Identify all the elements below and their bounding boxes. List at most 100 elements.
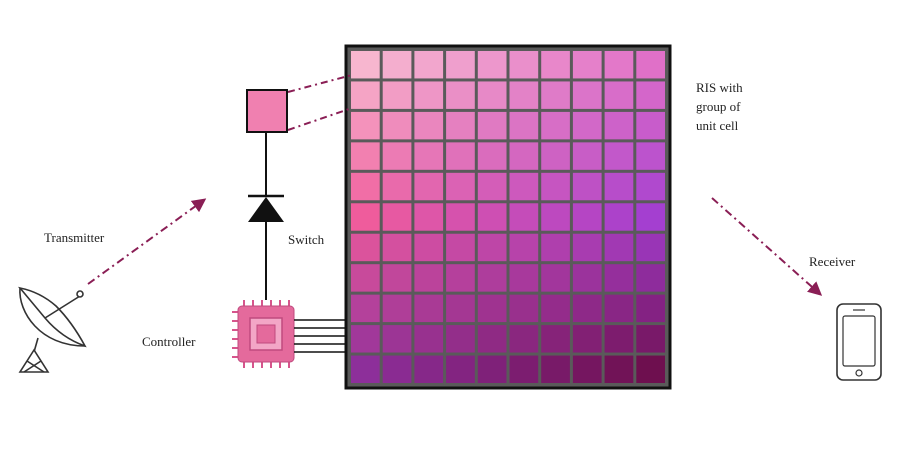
- ris-unit-cell: [636, 355, 665, 383]
- ris-unit-cell: [351, 51, 380, 79]
- dish-feed-tip: [76, 290, 84, 298]
- ris-unit-cell: [446, 355, 475, 383]
- ris-unit-cell: [572, 142, 602, 170]
- ris-unit-cell: [351, 203, 380, 231]
- ris-unit-cell: [541, 355, 570, 383]
- ris-unit-cell: [446, 142, 475, 170]
- ris-unit-cell: [636, 294, 665, 323]
- chip-core-inner: [256, 324, 276, 344]
- ris-unit-cell: [351, 264, 380, 292]
- ris-unit-cell: [477, 203, 507, 231]
- chip-pins: [232, 300, 290, 368]
- ris-unit-cell: [351, 325, 380, 353]
- ris-unit-cell: [604, 264, 634, 292]
- ris-unit-cell: [477, 111, 507, 140]
- ris-unit-cell: [446, 51, 475, 79]
- ris-unit-cell: [636, 325, 665, 353]
- ris-unit-cell: [382, 203, 412, 231]
- phone-home-button: [855, 369, 863, 377]
- ris-unit-cell: [351, 233, 380, 262]
- phone-screen: [842, 315, 876, 367]
- ris-unit-cell: [382, 355, 412, 383]
- ris-unit-cell: [414, 111, 444, 140]
- ris-unit-cell: [541, 51, 570, 79]
- ris-unit-cell: [636, 51, 665, 79]
- ris-unit-cell: [446, 111, 475, 140]
- dish-tripod: [18, 348, 50, 373]
- ris-unit-cell: [382, 233, 412, 262]
- ris-unit-cell: [636, 111, 665, 140]
- ris-cell-grid: [351, 51, 665, 383]
- ris-unit-cell: [446, 203, 475, 231]
- unit-cell-detail: [246, 74, 353, 133]
- leader-line-top: [287, 74, 353, 93]
- ris-unit-cell: [636, 81, 665, 109]
- ris-unit-cell: [477, 294, 507, 323]
- ris-unit-cell: [541, 264, 570, 292]
- ris-unit-cell: [509, 264, 539, 292]
- ris-unit-cell: [572, 233, 602, 262]
- ris-unit-cell: [446, 294, 475, 323]
- ris-unit-cell: [351, 172, 380, 201]
- ris-unit-cell: [382, 294, 412, 323]
- ris-unit-cell: [572, 294, 602, 323]
- ris-unit-cell: [414, 355, 444, 383]
- ris-unit-cell: [414, 325, 444, 353]
- ris-unit-cell: [509, 81, 539, 109]
- ris-unit-cell: [351, 81, 380, 109]
- controller-bus-lines: [294, 319, 346, 353]
- ris-unit-cell: [636, 172, 665, 201]
- ris-unit-cell: [477, 355, 507, 383]
- ris-unit-cell: [541, 142, 570, 170]
- ris-unit-cell: [541, 325, 570, 353]
- ris-unit-cell: [414, 203, 444, 231]
- ris-unit-cell: [572, 51, 602, 79]
- ris-unit-cell: [541, 233, 570, 262]
- dish-tripod-cross-b: [23, 360, 42, 373]
- ris-unit-cell: [509, 355, 539, 383]
- ris-unit-cell: [572, 203, 602, 231]
- ris-unit-cell: [382, 172, 412, 201]
- ris-unit-cell: [509, 325, 539, 353]
- ris-unit-cell: [636, 264, 665, 292]
- ris-label: RIS with group of unit cell: [696, 78, 743, 135]
- ris-unit-cell: [414, 81, 444, 109]
- ris-unit-cell: [509, 172, 539, 201]
- ris-unit-cell: [382, 111, 412, 140]
- ris-panel: [344, 44, 672, 390]
- ris-unit-cell: [414, 142, 444, 170]
- ris-unit-cell: [572, 264, 602, 292]
- ris-unit-cell: [541, 111, 570, 140]
- ris-unit-cell: [477, 81, 507, 109]
- ris-unit-cell: [541, 203, 570, 231]
- dish-reflector: [17, 286, 87, 348]
- receiver-label: Receiver: [809, 254, 856, 269]
- ris-unit-cell: [541, 81, 570, 109]
- ris-unit-cell: [382, 325, 412, 353]
- microchip-icon: [232, 300, 295, 368]
- ris-unit-cell: [636, 203, 665, 231]
- ris-unit-cell: [604, 172, 634, 201]
- ris-unit-cell: [351, 111, 380, 140]
- reflected-signal-arrow: [711, 197, 823, 296]
- ris-unit-cell: [477, 51, 507, 79]
- incident-signal-arrow: [87, 198, 207, 285]
- ris-unit-cell: [509, 233, 539, 262]
- ris-unit-cell: [477, 172, 507, 201]
- ris-unit-cell: [604, 51, 634, 79]
- ris-unit-cell: [414, 51, 444, 79]
- ris-label-line-2: group of: [696, 99, 741, 114]
- ris-unit-cell: [509, 51, 539, 79]
- ris-unit-cell: [446, 172, 475, 201]
- ris-unit-cell: [382, 51, 412, 79]
- ris-unit-cell: [572, 172, 602, 201]
- ris-unit-cell: [382, 81, 412, 109]
- ris-unit-cell: [604, 111, 634, 140]
- ris-unit-cell: [509, 111, 539, 140]
- ris-unit-cell: [604, 233, 634, 262]
- ris-unit-cell: [382, 264, 412, 292]
- ris-unit-cell: [414, 264, 444, 292]
- ris-unit-cell: [446, 325, 475, 353]
- dish-feed: [44, 295, 81, 319]
- diode-triangle: [248, 197, 284, 222]
